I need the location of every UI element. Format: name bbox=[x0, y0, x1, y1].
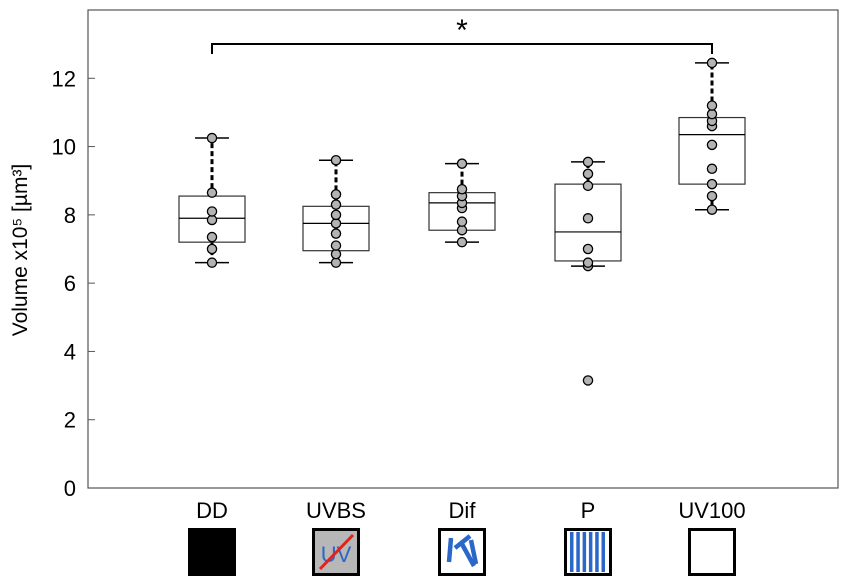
data-point bbox=[456, 216, 468, 227]
data-point bbox=[456, 158, 468, 169]
data-point bbox=[706, 108, 718, 120]
plot-area-border bbox=[87, 9, 839, 489]
data-point bbox=[582, 168, 594, 180]
data-point bbox=[706, 204, 718, 215]
data-point bbox=[330, 154, 342, 166]
data-point bbox=[456, 183, 468, 195]
empty-square bbox=[688, 528, 736, 576]
category-label-p: P bbox=[581, 498, 596, 523]
data-point bbox=[206, 243, 218, 255]
category-label-uv100: UV100 bbox=[678, 498, 745, 523]
blue-stripe bbox=[588, 532, 593, 572]
blue-stripe bbox=[601, 532, 605, 572]
plot-frame bbox=[87, 9, 839, 489]
black-filled-square-icon bbox=[188, 528, 236, 576]
significance-star: * bbox=[456, 14, 468, 47]
filled-square bbox=[188, 528, 236, 576]
condition-icons: UV bbox=[188, 528, 736, 576]
blue-stripe bbox=[595, 532, 599, 572]
data-point bbox=[706, 190, 718, 202]
data-point bbox=[456, 224, 468, 236]
gray-square-crossed-uv-icon: UV bbox=[312, 528, 360, 576]
category-label-dif: Dif bbox=[449, 498, 477, 523]
box-dif bbox=[428, 158, 496, 248]
blue-stripe bbox=[570, 532, 574, 572]
box-uv100 bbox=[678, 57, 746, 215]
box-p bbox=[554, 156, 622, 386]
data-point bbox=[706, 139, 718, 151]
data-point bbox=[206, 231, 218, 243]
box-dd bbox=[178, 132, 246, 268]
diffuse-blue-bars-icon bbox=[438, 528, 486, 576]
blue-bar bbox=[453, 534, 472, 550]
data-point bbox=[330, 218, 342, 229]
blue-stripe bbox=[576, 532, 580, 572]
data-point bbox=[206, 132, 218, 144]
significance-line bbox=[211, 43, 713, 54]
data-point bbox=[330, 248, 342, 260]
data-point bbox=[582, 213, 594, 224]
significance-bracket: * bbox=[211, 14, 713, 54]
box-series bbox=[178, 57, 746, 386]
data-point bbox=[706, 57, 718, 69]
blue-bar bbox=[460, 542, 476, 568]
data-point bbox=[582, 156, 594, 168]
data-point bbox=[582, 243, 594, 255]
blue-stripe bbox=[582, 532, 587, 572]
data-point bbox=[206, 257, 218, 268]
category-label-uvbs: UVBS bbox=[306, 498, 366, 523]
y-tick-label: 2 bbox=[64, 408, 76, 433]
data-point bbox=[330, 240, 342, 251]
y-tick-label: 8 bbox=[64, 203, 76, 228]
vertical-blue-stripes-icon bbox=[564, 528, 612, 576]
data-point bbox=[582, 375, 594, 386]
category-label-dd: DD bbox=[196, 498, 228, 523]
data-point bbox=[582, 180, 594, 192]
blue-bar bbox=[468, 539, 479, 565]
data-point bbox=[706, 178, 718, 190]
white-square bbox=[438, 528, 486, 576]
data-point bbox=[330, 257, 342, 268]
y-axis-ticks: 0 2 4 6 8 10 12 bbox=[52, 66, 95, 501]
y-tick-label: 12 bbox=[52, 66, 76, 91]
data-point bbox=[330, 189, 342, 200]
y-tick-label: 10 bbox=[52, 135, 76, 160]
y-tick-label: 4 bbox=[64, 339, 76, 364]
blue-bar bbox=[446, 537, 454, 563]
data-point bbox=[330, 199, 342, 210]
data-point bbox=[206, 214, 218, 226]
data-point bbox=[582, 257, 594, 268]
data-point bbox=[330, 209, 342, 221]
y-tick-label: 0 bbox=[64, 476, 76, 501]
data-point bbox=[206, 187, 218, 198]
category-labels: DD UVBS Dif P UV100 bbox=[196, 498, 746, 523]
y-axis-title: Volume x10⁵ [µm³] bbox=[9, 164, 32, 337]
box-uvbs bbox=[302, 154, 370, 268]
white-empty-square-icon bbox=[688, 528, 736, 576]
data-point bbox=[206, 206, 218, 217]
red-slash bbox=[318, 533, 355, 571]
data-point bbox=[706, 163, 718, 175]
data-point bbox=[456, 236, 468, 248]
y-tick-label: 6 bbox=[64, 271, 76, 296]
data-point bbox=[330, 228, 342, 239]
data-point bbox=[706, 100, 718, 111]
